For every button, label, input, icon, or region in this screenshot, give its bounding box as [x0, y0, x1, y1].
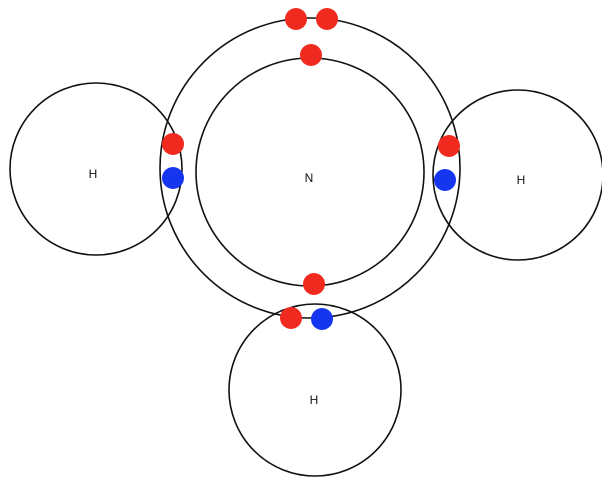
nitrogen-label: N [305, 171, 314, 185]
nitrogen-bond-electron-left [162, 133, 184, 155]
hydrogen-bottom-label: H [310, 393, 319, 407]
hydrogen-right-label: H [517, 173, 526, 187]
nitrogen-bond-electron-right [438, 135, 460, 157]
nitrogen-inner-electron-top [300, 44, 322, 66]
hydrogen-right-electron [434, 169, 456, 191]
hydrogen-left-shell [9, 82, 183, 256]
hydrogen-bottom-electron [311, 308, 333, 330]
nitrogen-inner-electron-bottom [303, 273, 325, 295]
hydrogen-left-electron [162, 167, 184, 189]
nitrogen-bond-electron-bottom [280, 307, 302, 329]
nitrogen-lone-pair-electron-2 [316, 8, 338, 30]
nitrogen-lone-pair-electron-1 [285, 8, 307, 30]
hydrogen-left-label: H [89, 167, 98, 181]
hydrogen-right-shell [432, 89, 602, 261]
nitrogen-outer-shell [159, 17, 461, 319]
hydrogen-bottom-shell [228, 303, 402, 477]
